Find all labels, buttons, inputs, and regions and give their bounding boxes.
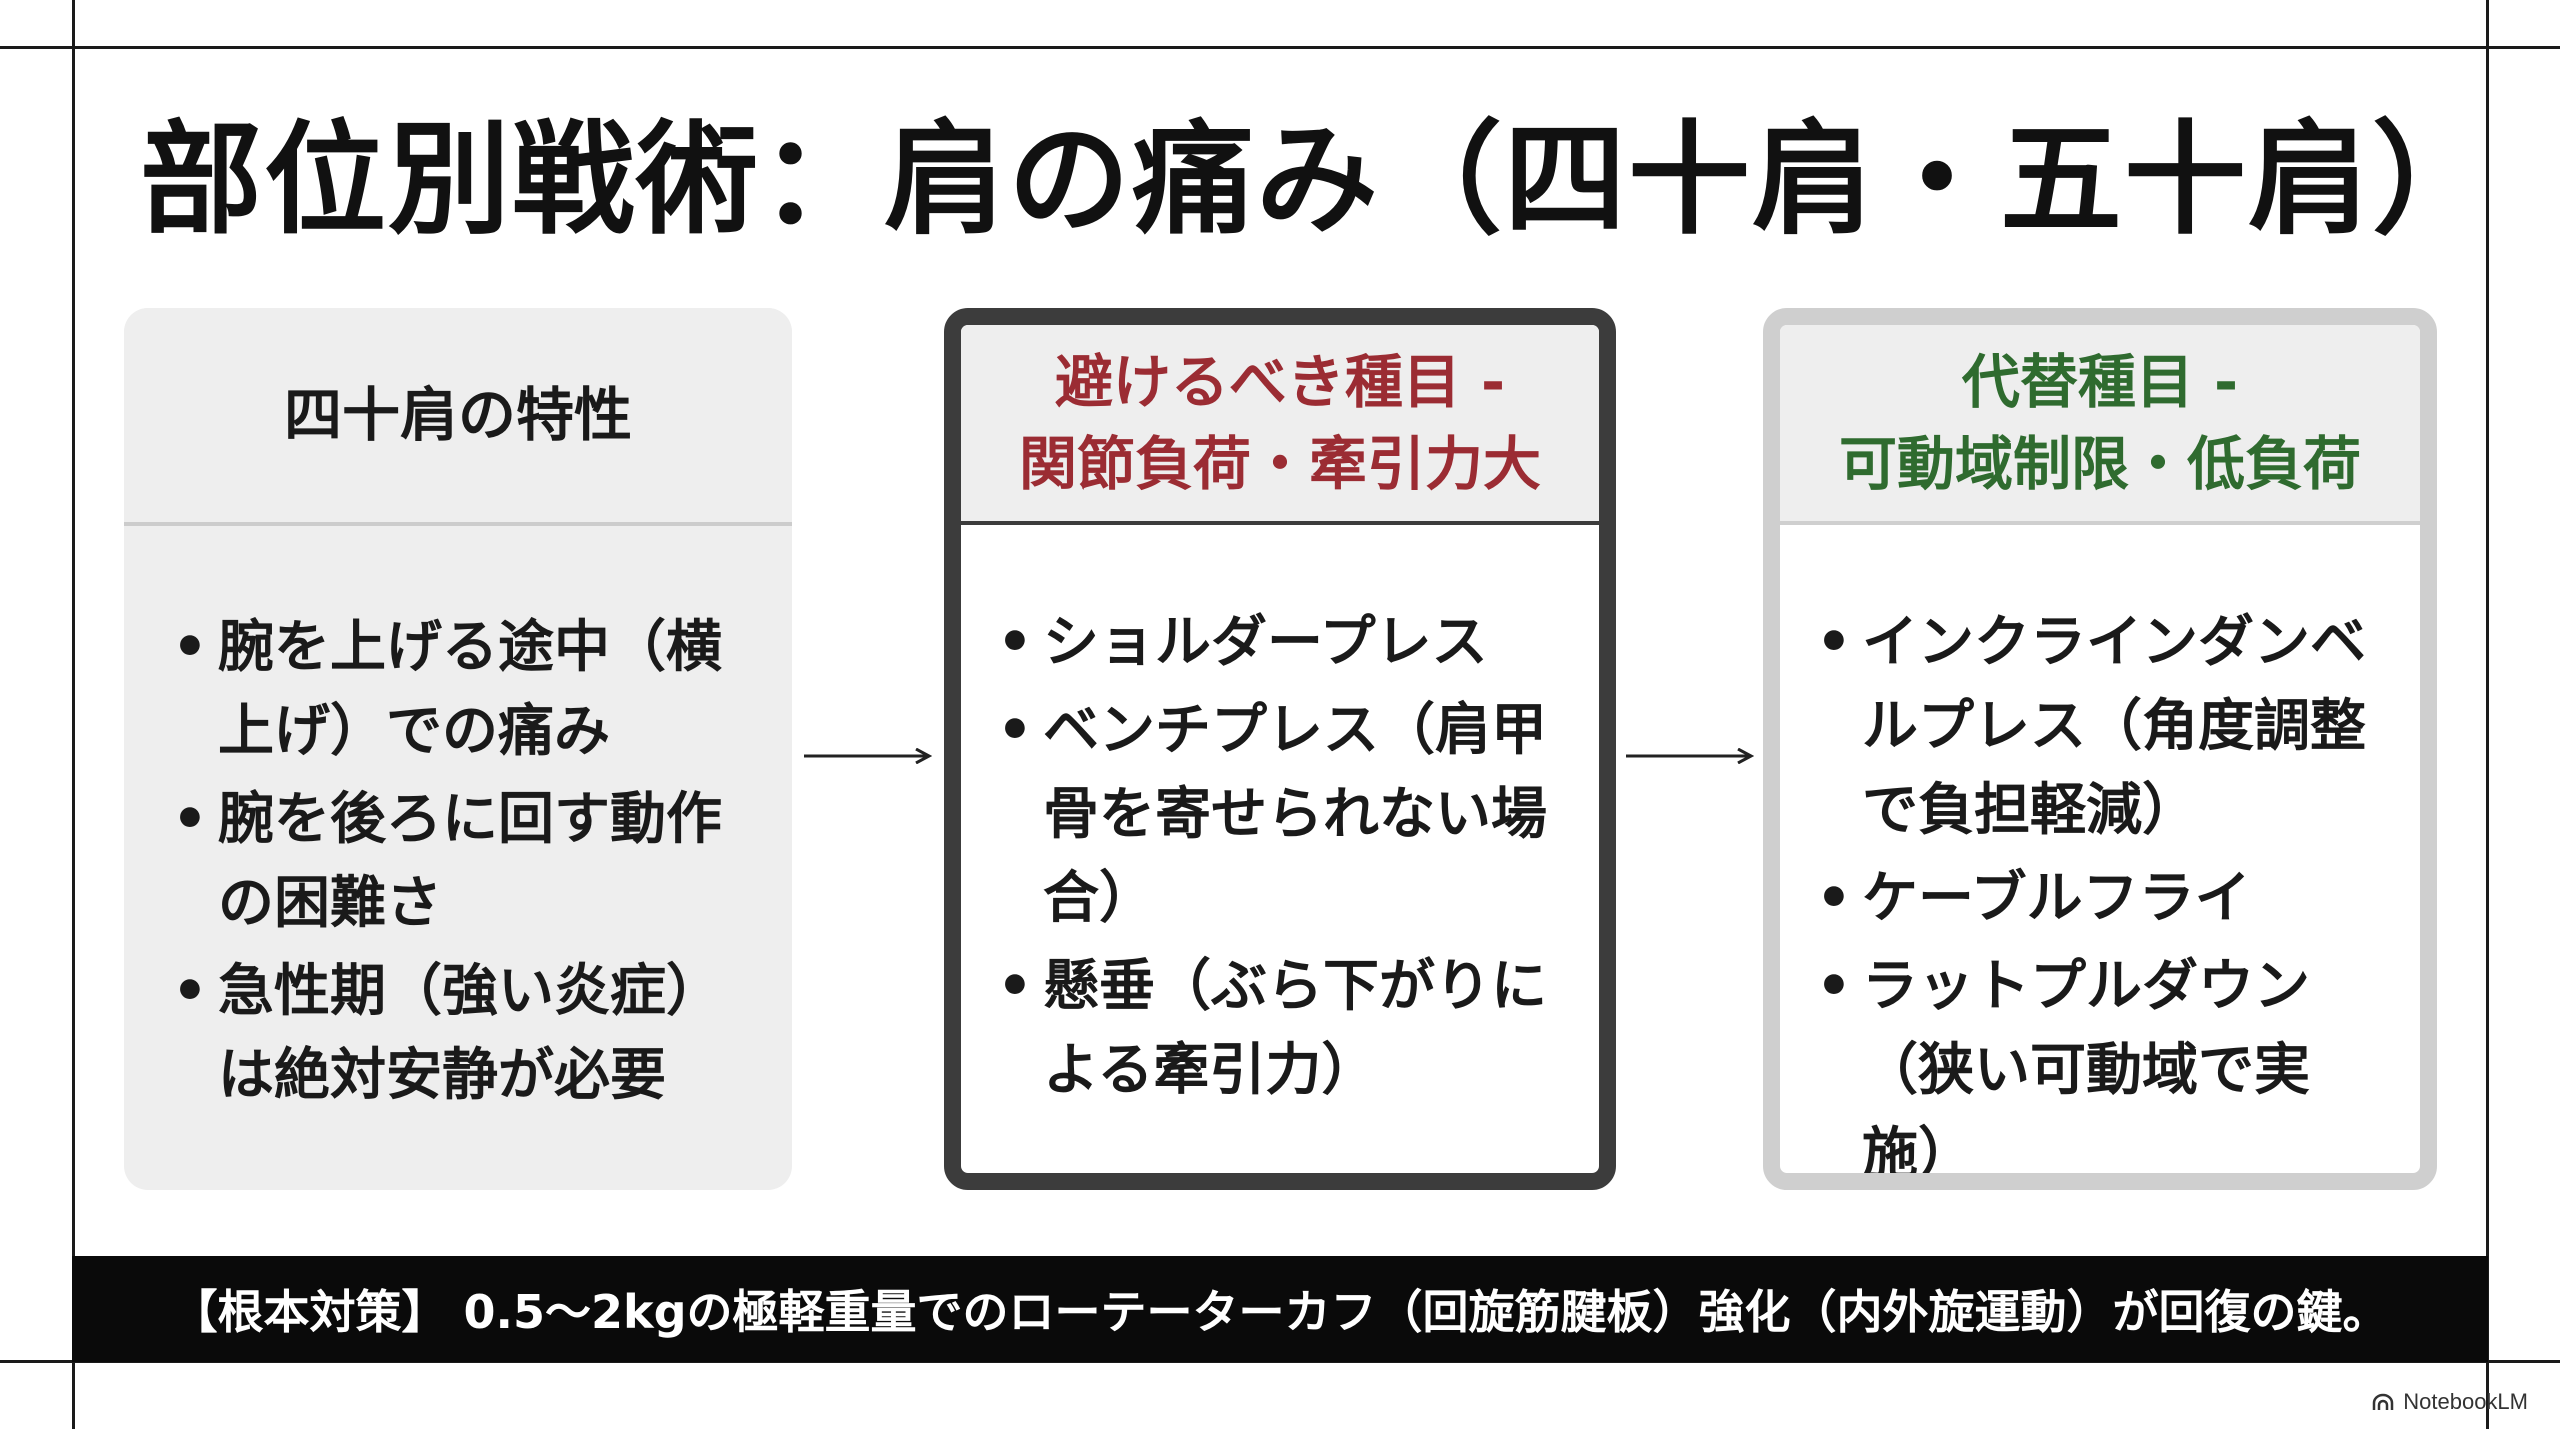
traits-card-body: 腕を上げる途中（横上げ）での痛み 腕を後ろに回す動作の困難さ 急性期（強い炎症）… (124, 526, 792, 1118)
watermark-label: NotebookLM (2403, 1389, 2528, 1414)
root-solution-banner: 【根本対策】 0.5〜2kgの極軽重量でのローテーターカフ（回旋筋腱板）強化（内… (72, 1256, 2488, 1362)
list-item: ベンチプレス（肩甲骨を寄せられない場合） (997, 689, 1559, 941)
traits-card-heading: 四十肩の特性 (124, 308, 792, 526)
list-item: ラットプルダウン（狭い可動域で実施） (1816, 945, 2380, 1173)
avoid-heading-line-1: 避けるべき種目 - (1054, 348, 1506, 416)
frame-left-line (72, 0, 75, 1429)
arrow-right-icon (1626, 748, 1754, 764)
list-item: 懸垂（ぶら下がりによる牽引力） (997, 945, 1559, 1113)
arrow-right-icon (804, 748, 932, 764)
traits-card: 四十肩の特性 腕を上げる途中（横上げ）での痛み 腕を後ろに回す動作の困難さ 急性… (124, 308, 792, 1190)
frame-top-line (0, 46, 2560, 49)
slide-title: 部位別戦術：肩の痛み（四十肩・五十肩） (140, 109, 2496, 251)
frame-right-line (2486, 0, 2489, 1429)
notebooklm-logo-icon (2373, 1393, 2394, 1410)
alt-card-body: インクラインダンベルプレス（角度調整で負担軽減） ケーブルフライ ラットプルダウ… (1780, 525, 2420, 1173)
list-item: 腕を後ろに回す動作の困難さ (172, 778, 752, 946)
list-item: 腕を上げる途中（横上げ）での痛み (172, 606, 752, 774)
avoid-exercises-card: 避けるべき種目 - 関節負荷・牽引力大 ショルダープレス ベンチプレス（肩甲骨を… (944, 308, 1616, 1190)
avoid-card-body: ショルダープレス ベンチプレス（肩甲骨を寄せられない場合） 懸垂（ぶら下がりによ… (961, 525, 1599, 1113)
notebooklm-watermark: NotebookLM (2371, 1389, 2528, 1415)
list-item: ケーブルフライ (1816, 857, 2380, 941)
banner-text: 【根本対策】 0.5〜2kgの極軽重量でのローテーターカフ（回旋筋腱板）強化（内… (171, 1285, 2389, 1339)
alternative-exercises-card: 代替種目 - 可動域制限・低負荷 インクラインダンベルプレス（角度調整で負担軽減… (1763, 308, 2437, 1190)
list-item: インクラインダンベルプレス（角度調整で負担軽減） (1816, 601, 2380, 853)
avoid-heading-line-2: 関節負荷・牽引力大 (1018, 430, 1541, 498)
avoid-list: ショルダープレス ベンチプレス（肩甲骨を寄せられない場合） 懸垂（ぶら下がりによ… (997, 601, 1559, 1113)
list-item: 急性期（強い炎症）は絶対安静が必要 (172, 950, 752, 1118)
avoid-card-heading: 避けるべき種目 - 関節負荷・牽引力大 (961, 325, 1599, 525)
alt-list: インクラインダンベルプレス（角度調整で負担軽減） ケーブルフライ ラットプルダウ… (1816, 601, 2380, 1173)
alt-heading-line-1: 代替種目 - (1961, 348, 2239, 416)
alt-heading-line-2: 可動域制限・低負荷 (1838, 430, 2361, 498)
alt-card-heading: 代替種目 - 可動域制限・低負荷 (1780, 325, 2420, 525)
list-item: ショルダープレス (997, 601, 1559, 685)
traits-heading-text: 四十肩の特性 (283, 381, 632, 449)
traits-list: 腕を上げる途中（横上げ）での痛み 腕を後ろに回す動作の困難さ 急性期（強い炎症）… (172, 606, 752, 1118)
